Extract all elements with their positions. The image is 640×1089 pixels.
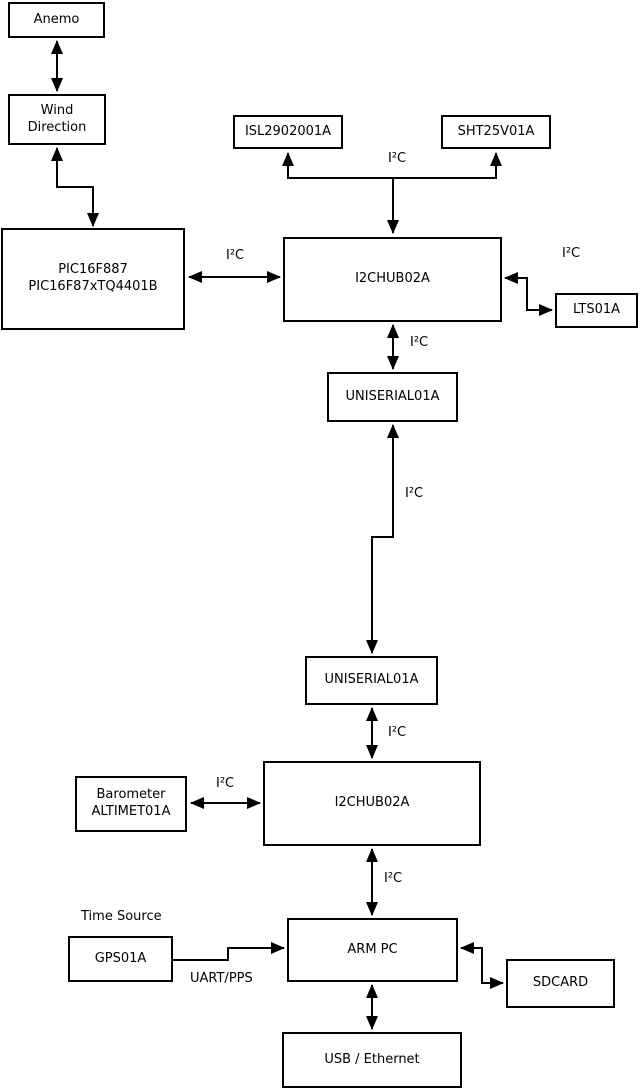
edge-uniserial-backbone [366, 424, 399, 654]
label-i2c-barometer: I²C [216, 776, 235, 791]
node-barometer-line1: Barometer [96, 787, 166, 803]
node-uniserial-bottom: UNISERIAL01A [305, 656, 438, 705]
node-gps-label: GPS01A [94, 950, 147, 966]
node-isl-label: ISL2902001A [244, 123, 332, 139]
node-anemo-label: Anemo [33, 11, 80, 27]
label-i2c-uniserial-hub: I²C [388, 725, 407, 740]
node-wind-direction-line1: Wind [40, 102, 74, 118]
node-sdcard: SDCARD [506, 959, 615, 1008]
node-lts: LTS01A [555, 293, 638, 328]
edge-i2chub-lts [504, 272, 553, 316]
node-wind-direction-line2: Direction [27, 119, 87, 135]
edge-wind-pic [51, 147, 99, 227]
node-arm-pc-label: ARM PC [347, 941, 398, 957]
label-i2c-lts: I²C [562, 246, 581, 261]
node-uniserial-top-label: UNISERIAL01A [345, 388, 440, 404]
node-usb-ethernet: USB / Ethernet [282, 1032, 462, 1088]
label-i2c-hub-uniserial: I²C [410, 335, 429, 350]
node-barometer: Barometer ALTIMET01A [75, 776, 187, 832]
node-arm-pc: ARM PC [287, 918, 458, 982]
node-sdcard-label: SDCARD [532, 975, 589, 991]
node-sht-label: SHT25V01A [457, 123, 535, 139]
node-pic-line1: PIC16F887 [58, 262, 128, 278]
edge-gps-armpc [173, 942, 285, 961]
node-i2chub-bottom-label: I2CHUB02A [334, 795, 410, 811]
label-time-source: Time Source [81, 909, 162, 924]
edge-armpc-sdcard [460, 942, 504, 989]
node-sht: SHT25V01A [441, 115, 551, 149]
node-i2chub-top: I2CHUB02A [283, 237, 502, 322]
label-i2c-hub-arm: I²C [384, 871, 403, 886]
node-uniserial-top: UNISERIAL01A [327, 372, 458, 422]
node-usb-ethernet-label: USB / Ethernet [324, 1051, 420, 1067]
label-uart-pps: UART/PPS [190, 971, 253, 986]
node-anemo: Anemo [8, 2, 105, 38]
node-barometer-line2: ALTIMET01A [91, 804, 171, 819]
label-i2c-sensors: I²C [388, 151, 407, 166]
label-i2c-backbone: I²C [405, 486, 424, 501]
node-wind-direction: Wind Direction [8, 94, 106, 145]
node-i2chub-bottom: I2CHUB02A [263, 761, 481, 846]
node-i2chub-top-label: I2CHUB02A [355, 271, 430, 287]
node-isl: ISL2902001A [233, 115, 343, 149]
node-pic: PIC16F887 PIC16F87xTQ4401B [1, 228, 185, 330]
node-pic-line2: PIC16F87xTQ4401B [28, 279, 158, 294]
label-i2c-pic-hub: I²C [226, 248, 245, 263]
node-lts-label: LTS01A [572, 302, 621, 318]
node-gps: GPS01A [68, 936, 173, 982]
node-uniserial-bottom-label: UNISERIAL01A [324, 672, 419, 688]
